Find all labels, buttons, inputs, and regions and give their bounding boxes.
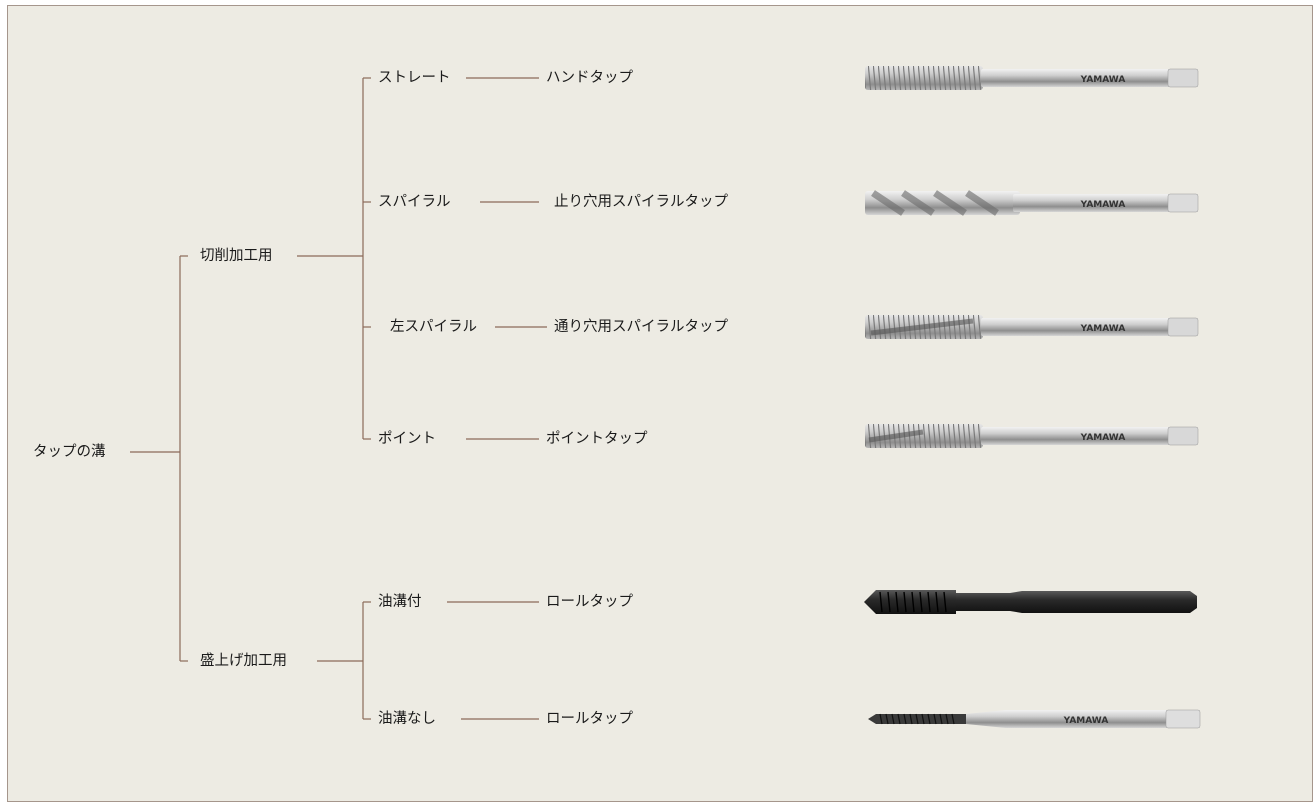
brand-mark: YAMAWA [1080,75,1126,85]
tap-label-hand-tap: ハンドタップ [544,69,635,87]
branch-label-oil-groove: 油溝付 [376,593,424,611]
branch-label-point: ポイント [376,430,438,448]
group-label-forming: 盛上げ加工用 [198,652,289,670]
branch-label-no-oil-groove: 油溝なし [376,710,438,728]
brand-mark: YAMAWA [1080,433,1126,443]
roll-tap-oil-groove-image [864,590,1197,614]
spiral-tap-image: YAMAWA [865,190,1199,216]
group-label-cutting: 切削加工用 [198,247,275,265]
left-spiral-tap-image: YAMAWA [865,315,1199,339]
tap-label-point-tap: ポイントタップ [544,430,650,448]
point-tap-image: YAMAWA [865,424,1199,448]
tap-label-spiral-blind: 止り穴用スパイラルタップ [552,193,730,211]
tap-label-spiral-through: 通り穴用スパイラルタップ [552,318,730,336]
hand-tap-image: YAMAWA [865,66,1199,90]
brand-mark: YAMAWA [1063,716,1109,726]
branch-label-left-spiral: 左スパイラル [388,318,479,336]
branch-label-spiral: スパイラル [376,193,453,211]
root-label: タップの溝 [31,443,108,461]
connector-lines [130,77,547,720]
brand-mark: YAMAWA [1080,324,1126,334]
tap-label-roll-tap-oil: ロールタップ [544,593,635,611]
brand-mark: YAMAWA [1080,200,1126,210]
branch-label-straight: ストレート [376,69,453,87]
diagram-panel: タップの溝 切削加工用 盛上げ加工用 ストレート スパイラル 左スパイラル ポイ… [7,5,1313,802]
roll-tap-image: YAMAWA [868,709,1201,729]
tap-label-roll-tap: ロールタップ [544,710,635,728]
